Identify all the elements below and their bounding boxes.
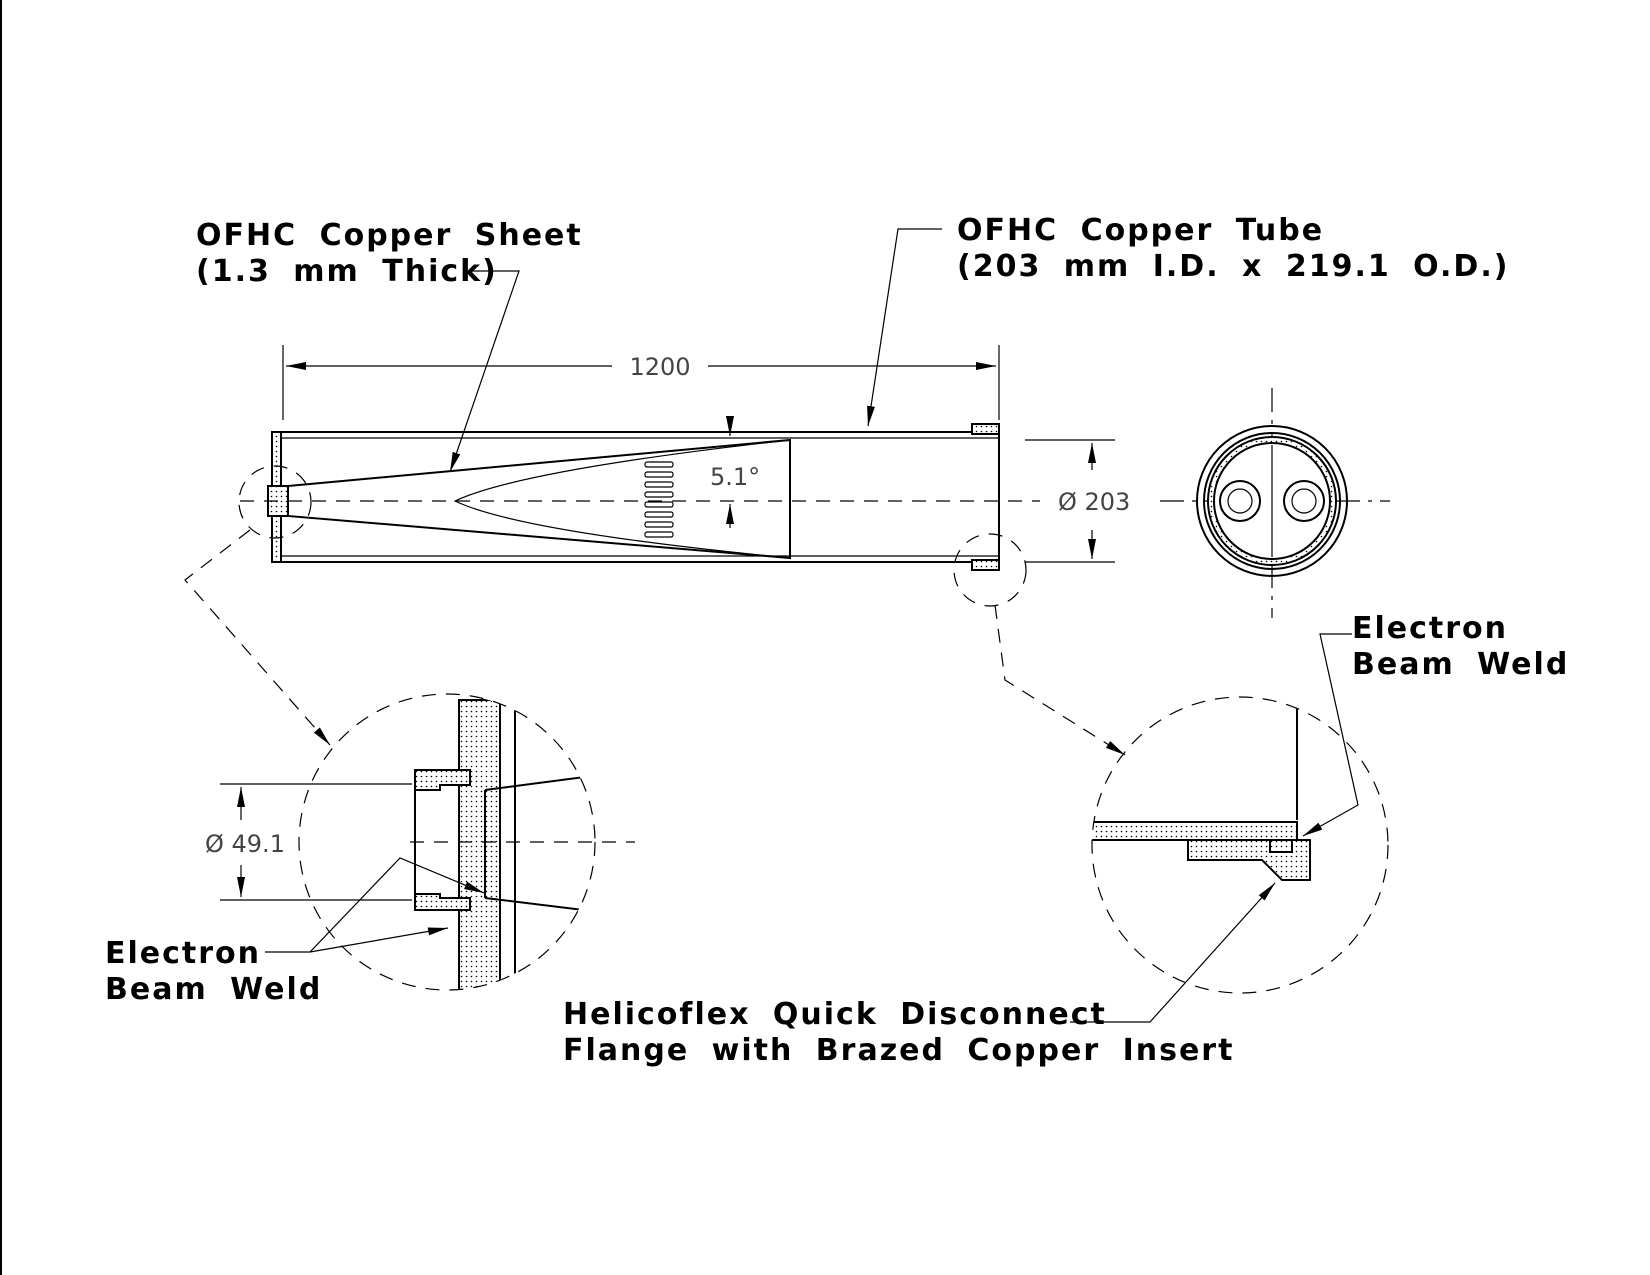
helicoflex-label-1: Helicoflex Quick Disconnect — [563, 997, 1107, 1032]
port-diameter-value: Ø 49.1 — [205, 830, 285, 858]
detail-left-connector — [184, 529, 331, 746]
helicoflex-leader — [1070, 882, 1276, 1023]
ebw-right-leader — [1302, 633, 1359, 837]
end-view — [1160, 388, 1390, 618]
copper-tube-label-2: (203 mm I.D. x 219.1 O.D.) — [957, 249, 1509, 284]
detail-right-connector — [994, 604, 1126, 756]
detail-bubble-right — [953, 533, 1027, 607]
ebw-left-leader-2 — [309, 927, 449, 953]
tube-diameter-dimension: Ø 203 — [1025, 439, 1130, 563]
copper-sheet-leader — [449, 270, 520, 473]
detail-left: Ø 49.1 — [205, 693, 635, 991]
right-flange-top — [971, 423, 1000, 435]
angle-dimension: 5.1° — [710, 416, 760, 528]
conical-sheet — [287, 438, 791, 560]
cylinder-side-view — [240, 423, 1040, 571]
ebw-right-label-2: Beam Weld — [1352, 647, 1569, 682]
detail-bubble-left — [238, 465, 312, 539]
ebw-left-label-2: Beam Weld — [105, 972, 322, 1007]
tube-diameter-value: Ø 203 — [1058, 488, 1130, 516]
length-value: 1200 — [629, 353, 690, 381]
copper-sheet-label-2: (1.3 mm Thick) — [196, 254, 498, 289]
copper-tube-leader — [867, 228, 942, 427]
cooling-slots — [644, 461, 674, 538]
ebw-right-label-1: Electron — [1352, 611, 1508, 646]
copper-sheet-label-1: OFHC Copper Sheet — [196, 218, 583, 253]
right-flange-bottom — [971, 559, 1000, 571]
ebw-left-label-1: Electron — [105, 936, 261, 971]
angle-value: 5.1° — [710, 463, 760, 491]
helicoflex-label-2: Flange with Brazed Copper Insert — [563, 1033, 1234, 1068]
length-dimension: 1200 — [282, 345, 1000, 420]
inner-cone-contour — [453, 439, 791, 559]
detail-right — [1091, 696, 1389, 994]
ebw-left-leader-1 — [265, 857, 485, 953]
copper-tube-label-1: OFHC Copper Tube — [957, 213, 1324, 248]
